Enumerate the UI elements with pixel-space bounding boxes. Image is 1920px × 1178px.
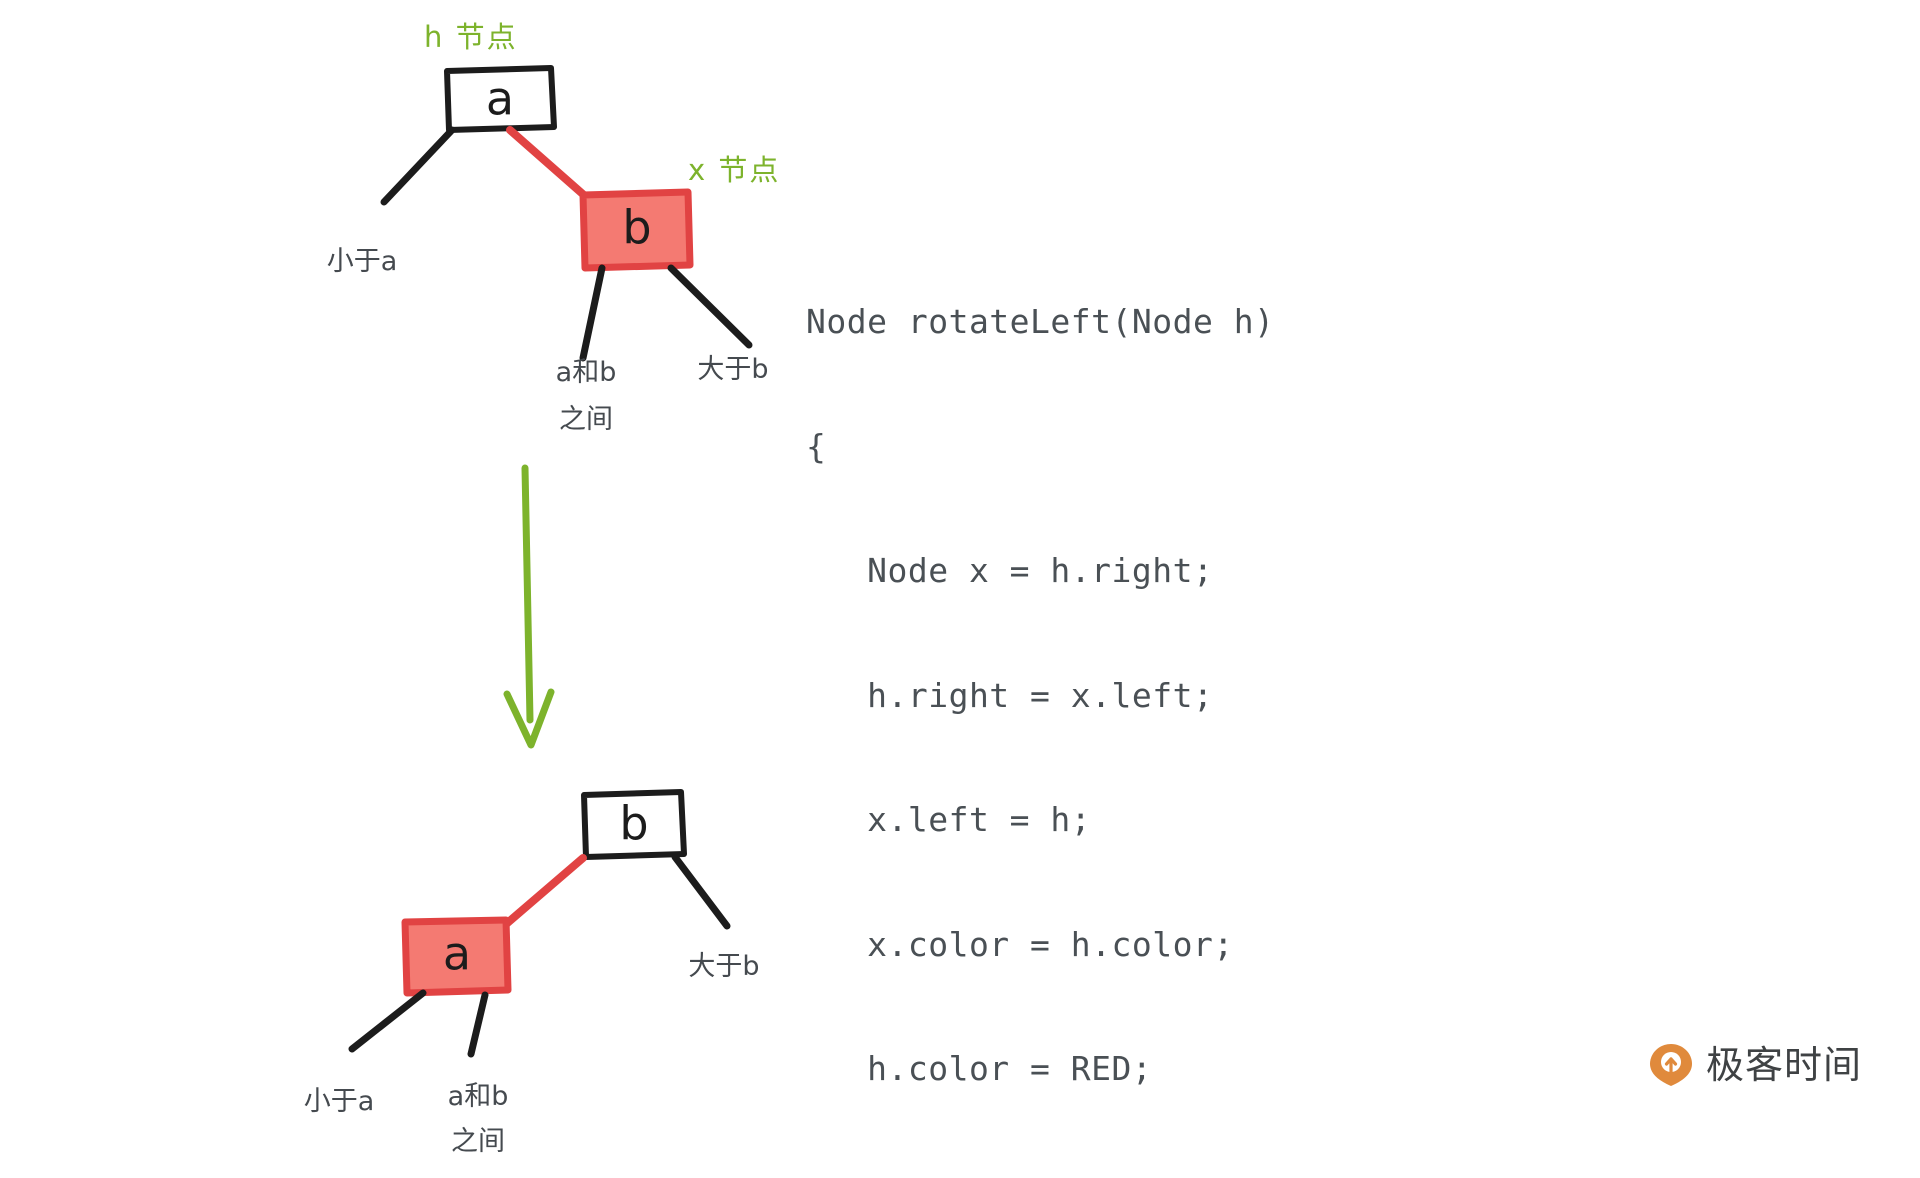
code-line: x.N = h.N; bbox=[806, 1173, 1356, 1178]
geektime-logo-icon bbox=[1648, 1042, 1694, 1088]
before-label-right-subtree: 大于b bbox=[697, 354, 768, 385]
after-edge-left-subtree bbox=[348, 989, 427, 1053]
after-root-node-label: b bbox=[619, 797, 648, 851]
after-child-node-a: a bbox=[401, 916, 512, 997]
after-edge-right-subtree bbox=[671, 853, 731, 930]
code-line: x.color = h.color; bbox=[806, 924, 1234, 964]
after-child-node-box bbox=[401, 916, 512, 997]
before-root-node-box bbox=[444, 65, 557, 133]
before-edge-right-subtree bbox=[667, 264, 753, 349]
before-label-middle-subtree-line1: a和b bbox=[556, 357, 617, 388]
code-block: Node rotateLeft(Node h) { Node x = h.rig… bbox=[806, 218, 1356, 1178]
code-line: h.color = RED; bbox=[806, 1049, 1153, 1088]
code-line: x.left = h; bbox=[806, 800, 1092, 839]
after-red-edge-b-a bbox=[501, 854, 587, 929]
x-node-tag-label: x 节点 bbox=[688, 153, 780, 187]
code-line: h.right = x.left; bbox=[806, 675, 1214, 715]
before-edge-middle-subtree bbox=[579, 264, 606, 362]
watermark: 极客时间 bbox=[1648, 1042, 1862, 1088]
code-line: Node x = h.right; bbox=[806, 551, 1214, 590]
before-root-node-a: a bbox=[444, 65, 557, 133]
down-arrow-icon bbox=[503, 464, 555, 749]
code-line: Node rotateLeft(Node h) bbox=[806, 302, 1275, 341]
h-node-tag-label: h 节点 bbox=[424, 20, 518, 54]
after-label-middle-subtree-line1: a和b bbox=[448, 1081, 509, 1112]
after-root-node-box bbox=[581, 789, 687, 860]
before-child-node-b: b bbox=[579, 188, 694, 272]
before-child-node-label: b bbox=[622, 201, 651, 255]
before-label-left-subtree: 小于a bbox=[327, 246, 398, 277]
code-line: { bbox=[806, 426, 827, 466]
before-edge-left-subtree bbox=[380, 126, 456, 206]
after-root-node-b: b bbox=[581, 789, 687, 860]
watermark-brand-text: 极客时间 bbox=[1706, 1043, 1863, 1087]
after-label-right-subtree: 大于b bbox=[688, 951, 759, 982]
before-root-node-label: a bbox=[486, 72, 514, 126]
after-edge-middle-subtree bbox=[467, 991, 489, 1058]
after-label-middle-subtree-line2: 之间 bbox=[451, 1126, 505, 1157]
after-child-node-label: a bbox=[443, 927, 471, 981]
before-label-middle-subtree-line2: 之间 bbox=[559, 404, 613, 435]
before-red-edge-a-b bbox=[506, 126, 589, 200]
before-child-node-box bbox=[579, 188, 694, 272]
after-label-left-subtree: 小于a bbox=[304, 1086, 375, 1117]
